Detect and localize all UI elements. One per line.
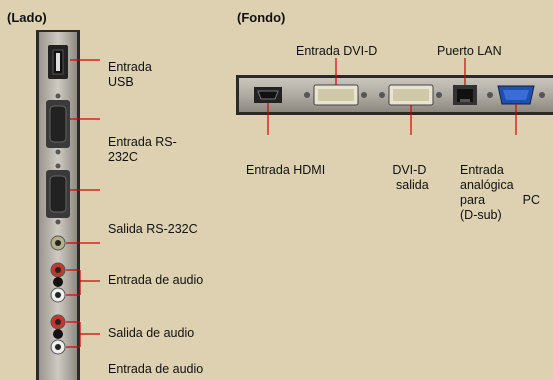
side-leader-lines [66,59,100,348]
dvi-in-port-icon [304,84,367,106]
analog-input-label-line3b: PC [522,193,540,207]
rs232c-out-port-icon [46,163,70,225]
analog-input-label-line3a: para [460,193,486,207]
back-leader-lines [267,58,517,135]
audio-jack-icon [50,235,66,251]
analog-input-label: Entrada analógica para PC (D-sub) [460,163,540,223]
back-header: (Fondo) [237,10,286,25]
side-header: (Lado) [7,10,47,25]
side-panel [36,30,80,380]
audio-out-rca-icon [50,314,66,355]
dvi-output-label-line2: salida [396,178,429,192]
rs232c-output-label: Salida RS-232C [108,222,198,236]
rs232c-in-port-icon [46,93,70,155]
audio-input-bottom-label: Entrada de audio [108,362,204,376]
usb-input-label-line1: Entrada [108,60,152,74]
back-panel [236,75,553,115]
analog-input-label-line4: (D-sub) [460,208,502,222]
analog-input-label-line3: para PC [460,193,540,208]
usb-input-label: Entrada USB [108,60,152,90]
analog-input-label-line2: analógica [460,178,514,192]
usb-port-icon [48,45,68,79]
hdmi-input-label: Entrada HDMI [246,163,326,177]
dvi-out-port-icon [379,84,442,106]
lan-port-icon [453,85,477,105]
vga-port-icon [487,85,545,105]
rs232c-input-label-line2: 232C [108,150,138,164]
audio-in-rca-icon [50,262,66,303]
rs232c-input-label-line1: Entrada RS- [108,135,177,149]
hdmi-port-icon [254,87,282,103]
rs232c-input-label: Entrada RS- 232C [108,135,177,165]
analog-input-label-line1: Entrada [460,163,504,177]
dvi-output-label-line1: DVI-D [392,163,427,177]
usb-input-label-line2: USB [108,75,134,89]
audio-output-label: Salida de audio [108,326,195,340]
audio-input-label: Entrada de audio [108,273,204,287]
dvi-output-label: DVI-D salida [390,163,429,193]
lan-port-label: Puerto LAN [437,44,502,58]
dvi-input-label: Entrada DVI-D [296,44,378,58]
